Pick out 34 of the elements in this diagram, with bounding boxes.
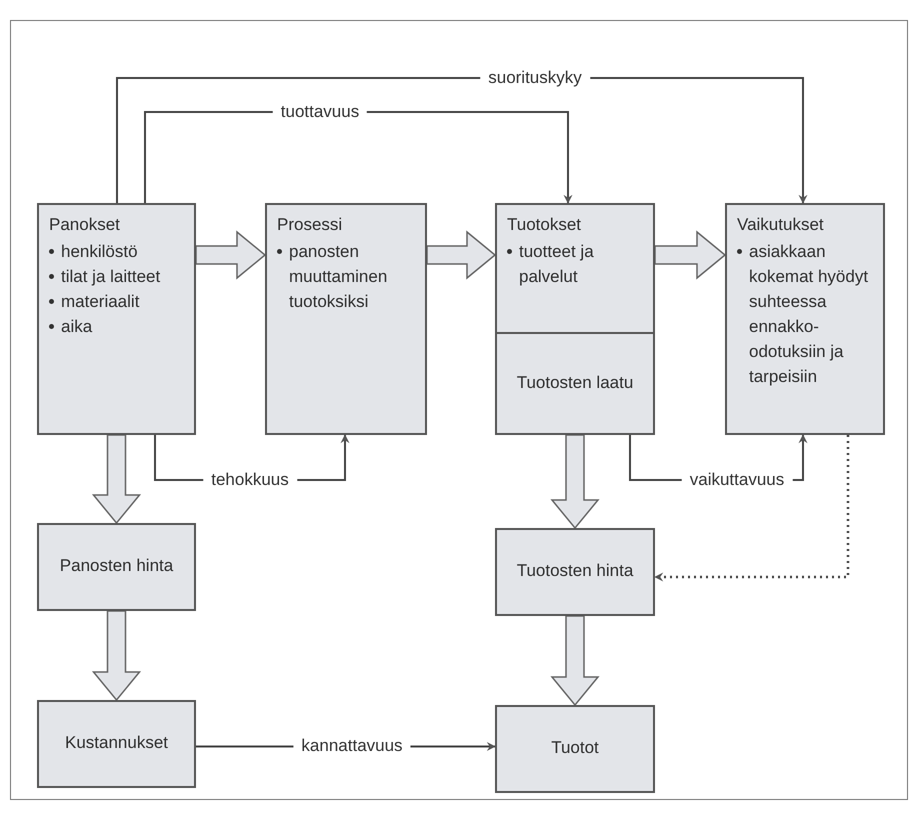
process-box	[495, 705, 655, 793]
arrow	[654, 435, 850, 582]
box-heading: Panosten hinta	[60, 555, 174, 577]
process-box	[37, 203, 196, 435]
block-arrow	[550, 434, 600, 529]
process-box	[725, 203, 885, 435]
block-arrow	[92, 610, 142, 701]
box-heading: Prosessi	[277, 214, 344, 236]
bullet-item: tuotteet ja palvelut	[519, 242, 594, 286]
block-arrow	[195, 230, 266, 280]
box-heading: Tuotosten hinta	[516, 560, 634, 582]
block-arrow	[654, 230, 726, 280]
process-box	[265, 203, 427, 435]
box-heading: Kustannukset	[64, 732, 168, 754]
bullet-item: henkilöstö	[61, 242, 138, 261]
process-box	[495, 332, 655, 435]
box-heading: Panokset	[49, 214, 121, 236]
process-box	[37, 700, 196, 788]
block-arrow	[426, 230, 496, 280]
block-arrow	[92, 434, 142, 524]
process-box	[495, 203, 655, 334]
edge-label: suorituskyky	[480, 68, 590, 88]
box-heading: Vaikutukset	[737, 214, 825, 236]
process-box	[495, 528, 655, 616]
bullet-item: materiaalit	[61, 292, 140, 311]
box-heading: Tuotokset	[507, 214, 582, 236]
block-arrow	[550, 615, 600, 706]
bullet-item: aika	[61, 317, 92, 336]
box-heading: Tuotosten laatu	[516, 372, 634, 394]
box-heading: Tuotot	[551, 737, 599, 759]
bullet-item: panosten muuttaminen tuotoksiksi	[289, 242, 388, 311]
process-box	[37, 523, 196, 611]
bullet-item: asiakkaan kokemat hyödyt suhteessa ennakko-odotuksiin ja tarpeisiin	[749, 242, 868, 386]
bullet-item: tilat ja laitteet	[61, 267, 160, 286]
